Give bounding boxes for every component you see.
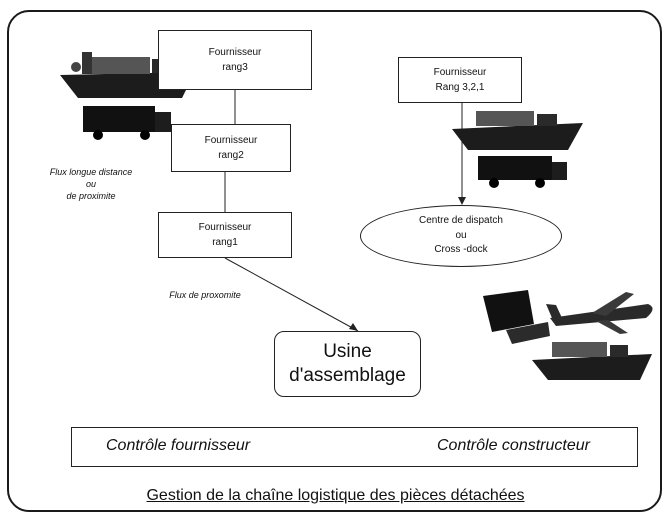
supplier-label: Fournisseur [433,67,487,78]
plant-label-2: d'assemblage [289,365,406,386]
arrowhead-dispatch [458,197,466,205]
freight-dock-icon [483,290,550,344]
diagram-caption: Gestion de la chaîne logistique des pièc… [146,487,525,504]
supplier-label: Fournisseur [208,47,262,58]
supplier-rank: rang3 [222,62,248,73]
supplier-box-rang3: Fournisseur rang3 [158,30,312,90]
airplane-icon [546,292,653,334]
assembly-plant-box: Usine d'assemblage [274,331,421,397]
truck-icon-right [478,156,567,188]
dispatch-or: ou [455,229,467,241]
supplier-rank: rang2 [218,150,244,161]
note-line: de proximite [66,191,116,202]
note-line: Flux longue distance [49,167,133,177]
arrowhead-factory [349,323,358,331]
manufacturer-control-label: Contrôle constructeur [437,437,590,454]
supplier-box-rang2: Fournisseur rang2 [171,124,291,172]
dispatch-label: Centre de dispatch [419,215,503,227]
long-distance-note: Flux longue distance ou de proximite [22,166,160,202]
supplier-control-label: Contrôle fournisseur [106,437,251,454]
plant-label: Usine [323,341,372,363]
proximity-note: Flux de proxomite [150,289,260,301]
ship-icon-top-left [60,52,195,98]
supplier-box-rang321: Fournisseur Rang 3,2,1 [398,57,522,103]
supplier-box-rang1: Fournisseur rang1 [158,212,292,258]
supplier-label: Fournisseur [198,222,252,233]
supplier-rank: rang1 [212,237,238,248]
arrow-rang1-factory [224,257,359,332]
truck-icon-left [83,106,171,140]
note-line: Flux de proxomite [169,290,241,300]
dispatch-center: Centre de dispatch ou Cross -dock [360,205,562,267]
diagram-frame [7,10,662,512]
ship-icon-bottom-right [532,342,652,380]
supplier-label: Fournisseur [204,135,258,146]
ship-icon-right [452,111,583,150]
dispatch-alt: Cross -dock [434,244,488,256]
supplier-rank: Rang 3,2,1 [435,82,485,93]
note-line: ou [85,179,96,190]
control-bar: Contrôle fournisseur Contrôle constructe… [71,427,638,467]
